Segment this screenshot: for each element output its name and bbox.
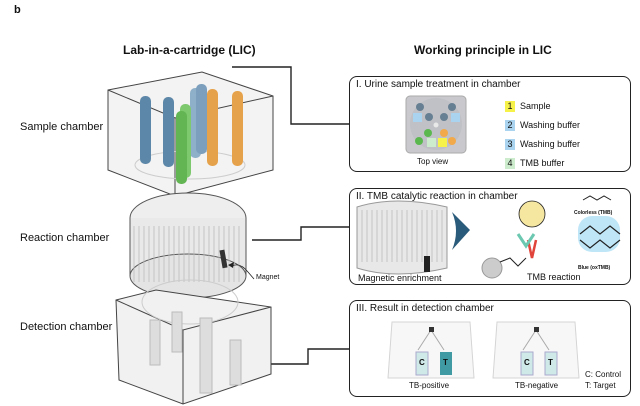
detection-result-box: III. Result in detection chamber C T C T… [349, 300, 631, 397]
box3-title: III. Result in detection chamber [356, 303, 494, 314]
arrow-shape [452, 212, 470, 250]
positive-c-letter: C [419, 358, 425, 367]
legend-label: Washing buffer [520, 139, 581, 149]
tb-negative-caption: TB-negative [515, 381, 559, 390]
sample-chamber-illustration [107, 71, 274, 197]
tb-positive-caption: TB-positive [409, 381, 450, 390]
top-view-caption: Top view [417, 157, 449, 166]
connector-line-sample [232, 66, 349, 125]
reaction-chamber-label: Reaction chamber [20, 232, 110, 244]
urine-treatment-box: I. Urine sample treatment in chamber Top… [349, 76, 631, 172]
legend-label: Sample [520, 101, 551, 111]
positive-target-zone [440, 352, 452, 375]
positive-control-zone [415, 351, 429, 376]
colorless-tmb-label: Colorless (TMB) [574, 210, 613, 216]
legend-number: 4 [505, 157, 515, 169]
tube-green-2 [176, 111, 187, 184]
magnet-shape [219, 249, 228, 269]
sample-legend: 1 Sample 2 Washing buffer 3 Washing buff… [505, 100, 580, 169]
right-heading: Working principle in LIC [414, 43, 552, 57]
negative-c-letter: C [524, 358, 530, 367]
negative-target-zone [544, 351, 558, 376]
legend-number: 2 [505, 119, 515, 131]
legend-item: 1 Sample [505, 100, 580, 112]
tmb-reaction-illustration [481, 195, 621, 279]
tb-negative-illustration [492, 321, 580, 379]
top-view-illustration [405, 95, 467, 154]
tube-orange-2 [232, 91, 243, 166]
legend-item: 2 Washing buffer [505, 119, 580, 131]
negative-control-zone [520, 351, 534, 376]
target-key: T: Target [585, 381, 616, 390]
box1-title: I. Urine sample treatment in chamber [356, 79, 521, 90]
tube-orange-1 [207, 89, 218, 166]
tube-blue-2 [163, 97, 174, 167]
left-heading: Lab-in-a-cartridge (LIC) [123, 43, 256, 57]
negative-t-letter: T [548, 358, 553, 367]
reaction-chamber-illustration [129, 192, 255, 299]
detection-chamber-illustration [115, 279, 272, 405]
box2-title: II. TMB catalytic reaction in chamber [356, 191, 518, 202]
positive-t-letter: T [443, 358, 448, 367]
tube-blue-4 [196, 84, 207, 154]
legend-item: 3 Washing buffer [505, 138, 580, 150]
control-key: C: Control [585, 370, 622, 379]
legend-label: TMB buffer [520, 158, 565, 168]
connector-line-detection [271, 348, 349, 365]
tmb-reaction-box: II. TMB catalytic reaction in chamber Ma… [349, 188, 631, 285]
magnetic-enrichment-caption: Magnetic enrichment [358, 273, 442, 283]
tmb-reaction-caption: TMB reaction [527, 272, 581, 282]
connector-line-reaction [252, 226, 349, 241]
legend-number: 1 [505, 100, 515, 112]
legend-label: Washing buffer [520, 120, 581, 130]
magnet-label: Magnet [256, 274, 280, 281]
legend-item: 4 TMB buffer [505, 157, 580, 169]
detection-chamber-label: Detection chamber [20, 321, 113, 333]
blue-oxtmb-label: Blue (oxTMB) [578, 265, 611, 271]
tb-positive-illustration [387, 321, 475, 379]
magnetic-enrichment-illustration [356, 200, 448, 275]
legend-number: 3 [505, 138, 515, 150]
tube-blue-1 [140, 96, 151, 164]
panel-letter: b [14, 4, 21, 16]
sample-chamber-label: Sample chamber [20, 121, 104, 133]
